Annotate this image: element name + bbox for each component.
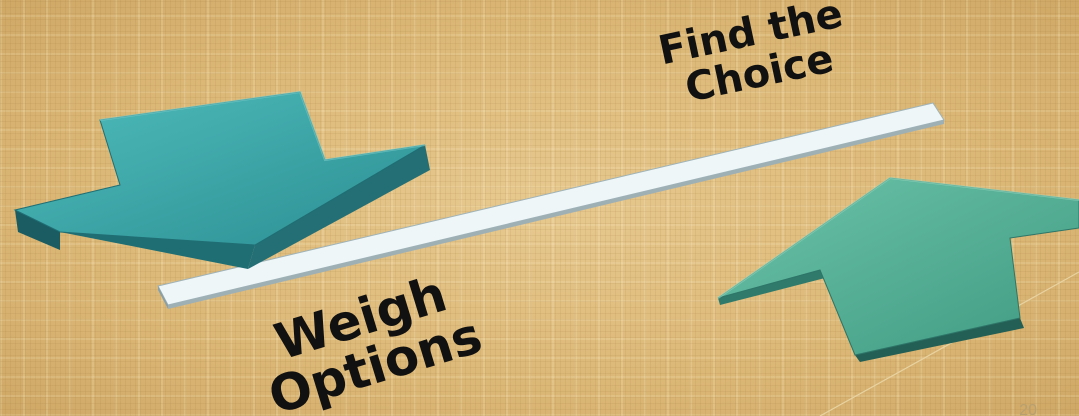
page-number: 20 bbox=[1019, 402, 1037, 416]
right-arrow-shape bbox=[718, 178, 1079, 362]
